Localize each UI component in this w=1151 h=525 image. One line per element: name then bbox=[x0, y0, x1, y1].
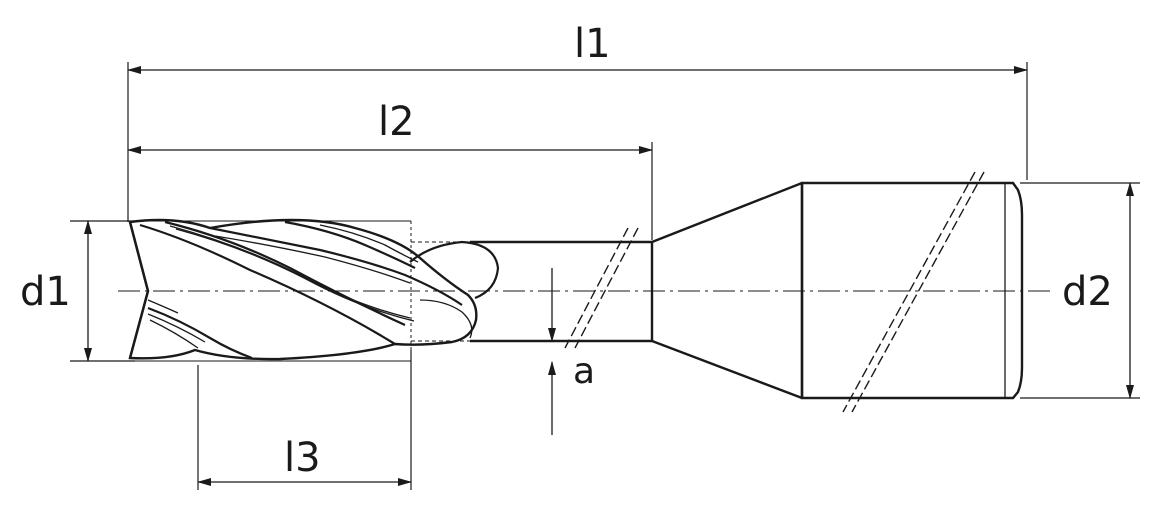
cutter-head-outline bbox=[130, 220, 476, 359]
label-l3: l3 bbox=[284, 435, 321, 481]
label-l2: l2 bbox=[378, 99, 415, 145]
flute-line-5 bbox=[210, 228, 462, 305]
flute-line-11 bbox=[150, 320, 198, 348]
flute-relief-upper bbox=[410, 242, 498, 298]
break-line-shank bbox=[843, 172, 984, 412]
taper-cone bbox=[652, 183, 802, 398]
flute-line-8 bbox=[320, 225, 418, 262]
shank-body bbox=[802, 183, 1022, 398]
flute-relief-lower bbox=[420, 300, 472, 338]
break-line-neck bbox=[565, 228, 638, 348]
flute-line-1 bbox=[140, 225, 395, 344]
flute-line-7 bbox=[285, 222, 415, 268]
label-l1: l1 bbox=[574, 21, 611, 67]
flute-line-12 bbox=[148, 300, 178, 313]
cutter-tip bbox=[130, 222, 148, 358]
flute-line-6 bbox=[215, 236, 410, 283]
label-a: a bbox=[573, 351, 596, 392]
label-d1: d1 bbox=[20, 269, 71, 315]
label-d2: d2 bbox=[1062, 269, 1113, 315]
flute-line-4 bbox=[176, 229, 414, 321]
flute-line-9 bbox=[148, 308, 252, 358]
flute-line-3 bbox=[170, 226, 410, 318]
flute-line-10 bbox=[148, 314, 205, 342]
flute-line-2 bbox=[165, 222, 405, 325]
